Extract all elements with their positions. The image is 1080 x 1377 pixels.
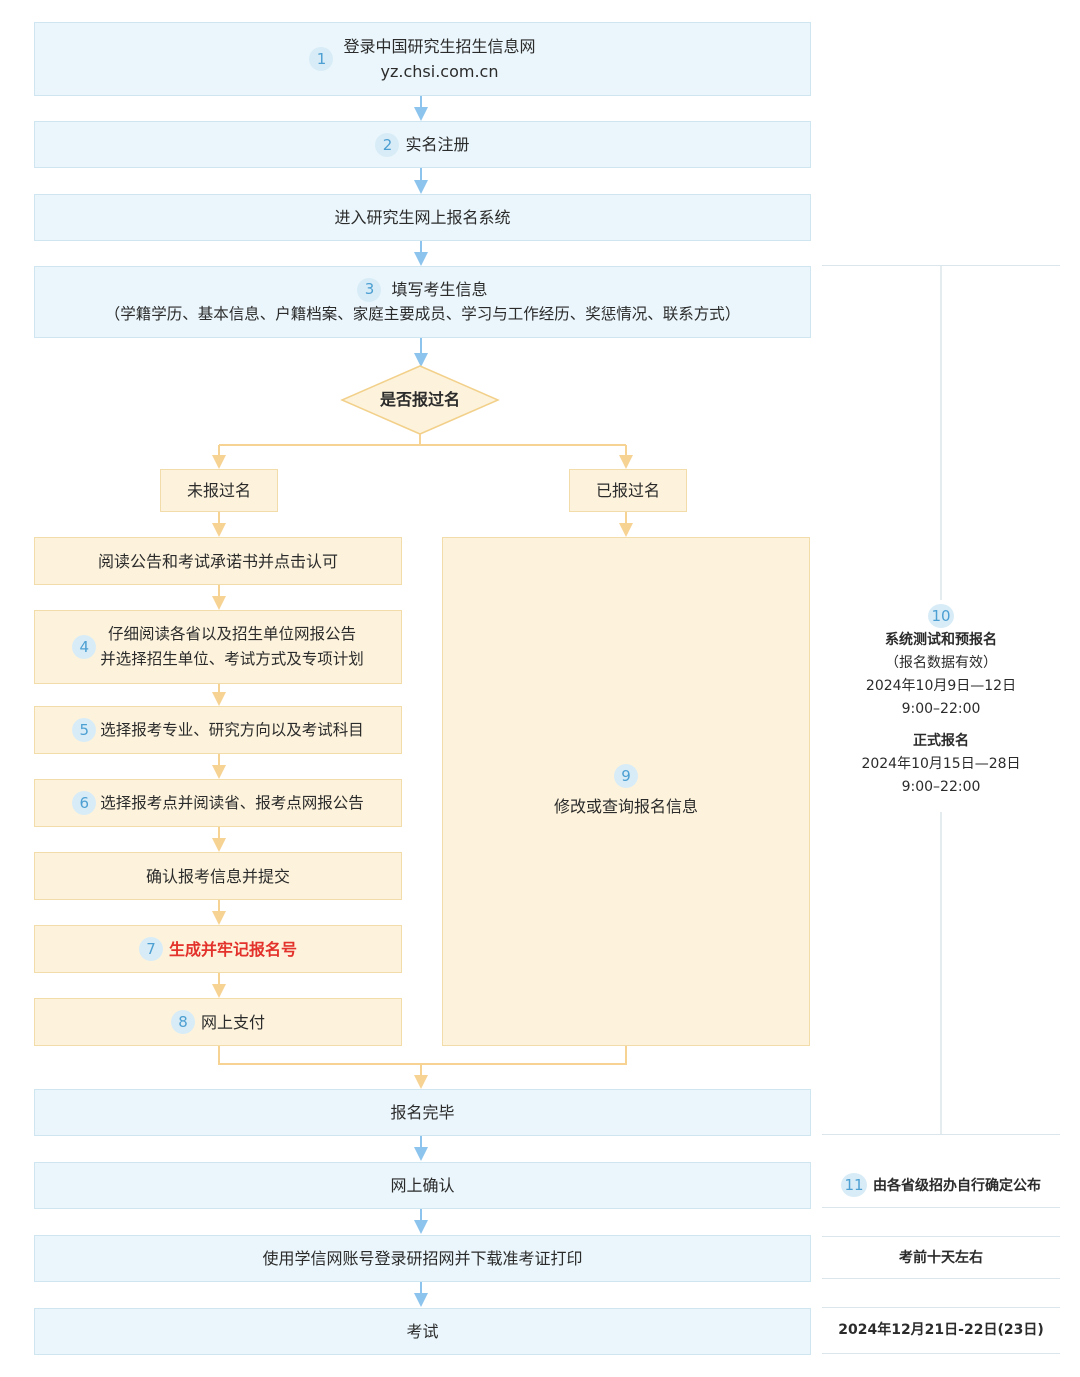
step-number-8: 8 [170,1010,195,1034]
step-number-3: 3 [357,277,382,302]
step-9-box: 9 修改或查询报名信息 [442,537,810,1046]
registered-box: 已报过名 [569,469,687,512]
step-10-note: （报名数据有效） [885,654,997,671]
registration-complete-box: 报名完毕 [34,1089,811,1136]
step-11-label: 由各省级招办自行确定公布 [873,1178,1041,1194]
enter-system-box: 进入研究生网上报名系统 [34,194,811,241]
step-10-info: 10 系统测试和预报名 （报名数据有效） 2024年10月9日—12日 9:00… [822,604,1060,799]
step-number-7: 7 [138,937,163,961]
step-number-5: 5 [72,718,97,742]
side-divider [822,1353,1060,1354]
side-divider [822,1207,1060,1208]
step-7-label: 生成并牢记报名号 [168,939,297,959]
side-divider [822,1307,1060,1308]
step-1-title: 登录中国研究生招生信息网 [343,37,536,56]
step-2-box: 2 实名注册 [34,121,811,168]
step-4-box: 4 仔细阅读各省以及招生单位网报公告 并选择招生单位、考试方式及专项计划 [34,610,402,684]
step-5-label: 选择报考专业、研究方向以及考试科目 [100,720,364,739]
not-registered-label: 未报过名 [186,481,251,500]
step-2-label: 实名注册 [405,135,470,154]
step-8-box: 8 网上支付 [34,998,402,1046]
step-11-info: 11 由各省级招办自行确定公布 [822,1173,1060,1197]
registration-complete-label: 报名完毕 [390,1103,455,1122]
step-number-1: 1 [309,47,334,71]
not-registered-box: 未报过名 [160,469,278,512]
confirm-submit-box: 确认报考信息并提交 [34,852,402,900]
step-3-box: 3 填写考生信息 （学籍学历、基本信息、户籍档案、家庭主要成员、学习与工作经历、… [34,266,811,338]
side-divider [822,1236,1060,1237]
step-number-9: 9 [614,764,638,788]
step-number-4: 4 [72,635,97,659]
side-divider [822,265,1060,266]
decision-label: 是否报过名 [379,390,460,409]
print-admission-box: 使用学信网账号登录研招网并下载准考证打印 [34,1235,811,1282]
exam-date-info: 2024年12月21日-22日(23日) [838,1322,1044,1338]
read-notice-box: 阅读公告和考试承诺书并点击认可 [34,537,402,585]
side-divider [822,1134,1060,1135]
step-number-2: 2 [375,132,400,157]
confirm-submit-label: 确认报考信息并提交 [145,866,290,886]
step-1-box: 1 登录中国研究生招生信息网 yz.chsi.com.cn [34,22,811,96]
step-4-line2: 并选择招生单位、考试方式及专项计划 [100,650,364,668]
step-3-details: （学籍学历、基本信息、户籍档案、家庭主要成员、学习与工作经历、奖惩情况、联系方式… [104,305,741,323]
step-7-box: 7 生成并牢记报名号 [34,925,402,973]
step-10-time1: 9:00–22:00 [901,700,981,717]
print-admission-label: 使用学信网账号登录研招网并下载准考证打印 [262,1249,583,1268]
step-4-line1: 仔细阅读各省以及招生单位网报公告 [107,625,356,643]
print-time-info: 考前十天左右 [899,1250,983,1266]
formal-registration-date: 2024年10月15日—28日 [861,755,1021,772]
online-confirm-box: 网上确认 [34,1162,811,1209]
online-confirm-label: 网上确认 [390,1176,455,1195]
read-notice-label: 阅读公告和考试承诺书并点击认可 [97,551,338,571]
formal-registration-title: 正式报名 [913,732,969,749]
registered-label: 已报过名 [595,481,660,500]
step-6-box: 6 选择报考点并阅读省、报考点网报公告 [34,779,402,827]
step-10-date1: 2024年10月9日—12日 [865,677,1017,694]
step-number-10: 10 [928,604,954,628]
formal-registration-time: 9:00–22:00 [901,778,981,795]
step-number-6: 6 [72,791,97,815]
step-3-title: 填写考生信息 [391,280,488,299]
step-1-url: yz.chsi.com.cn [380,62,499,81]
exam-box: 考试 [34,1308,811,1355]
step-8-label: 网上支付 [200,1012,265,1032]
step-6-label: 选择报考点并阅读省、报考点网报公告 [100,793,364,812]
enter-system-label: 进入研究生网上报名系统 [334,208,511,227]
side-divider [822,1278,1060,1279]
merge-connector [218,1046,627,1065]
branch-connector [219,434,421,446]
step-5-box: 5 选择报考专业、研究方向以及考试科目 [34,706,402,754]
step-9-label: 修改或查询报名信息 [553,797,698,816]
step-number-11: 11 [841,1173,867,1197]
exam-label: 考试 [406,1322,439,1341]
step-10-title: 系统测试和预报名 [885,631,997,648]
